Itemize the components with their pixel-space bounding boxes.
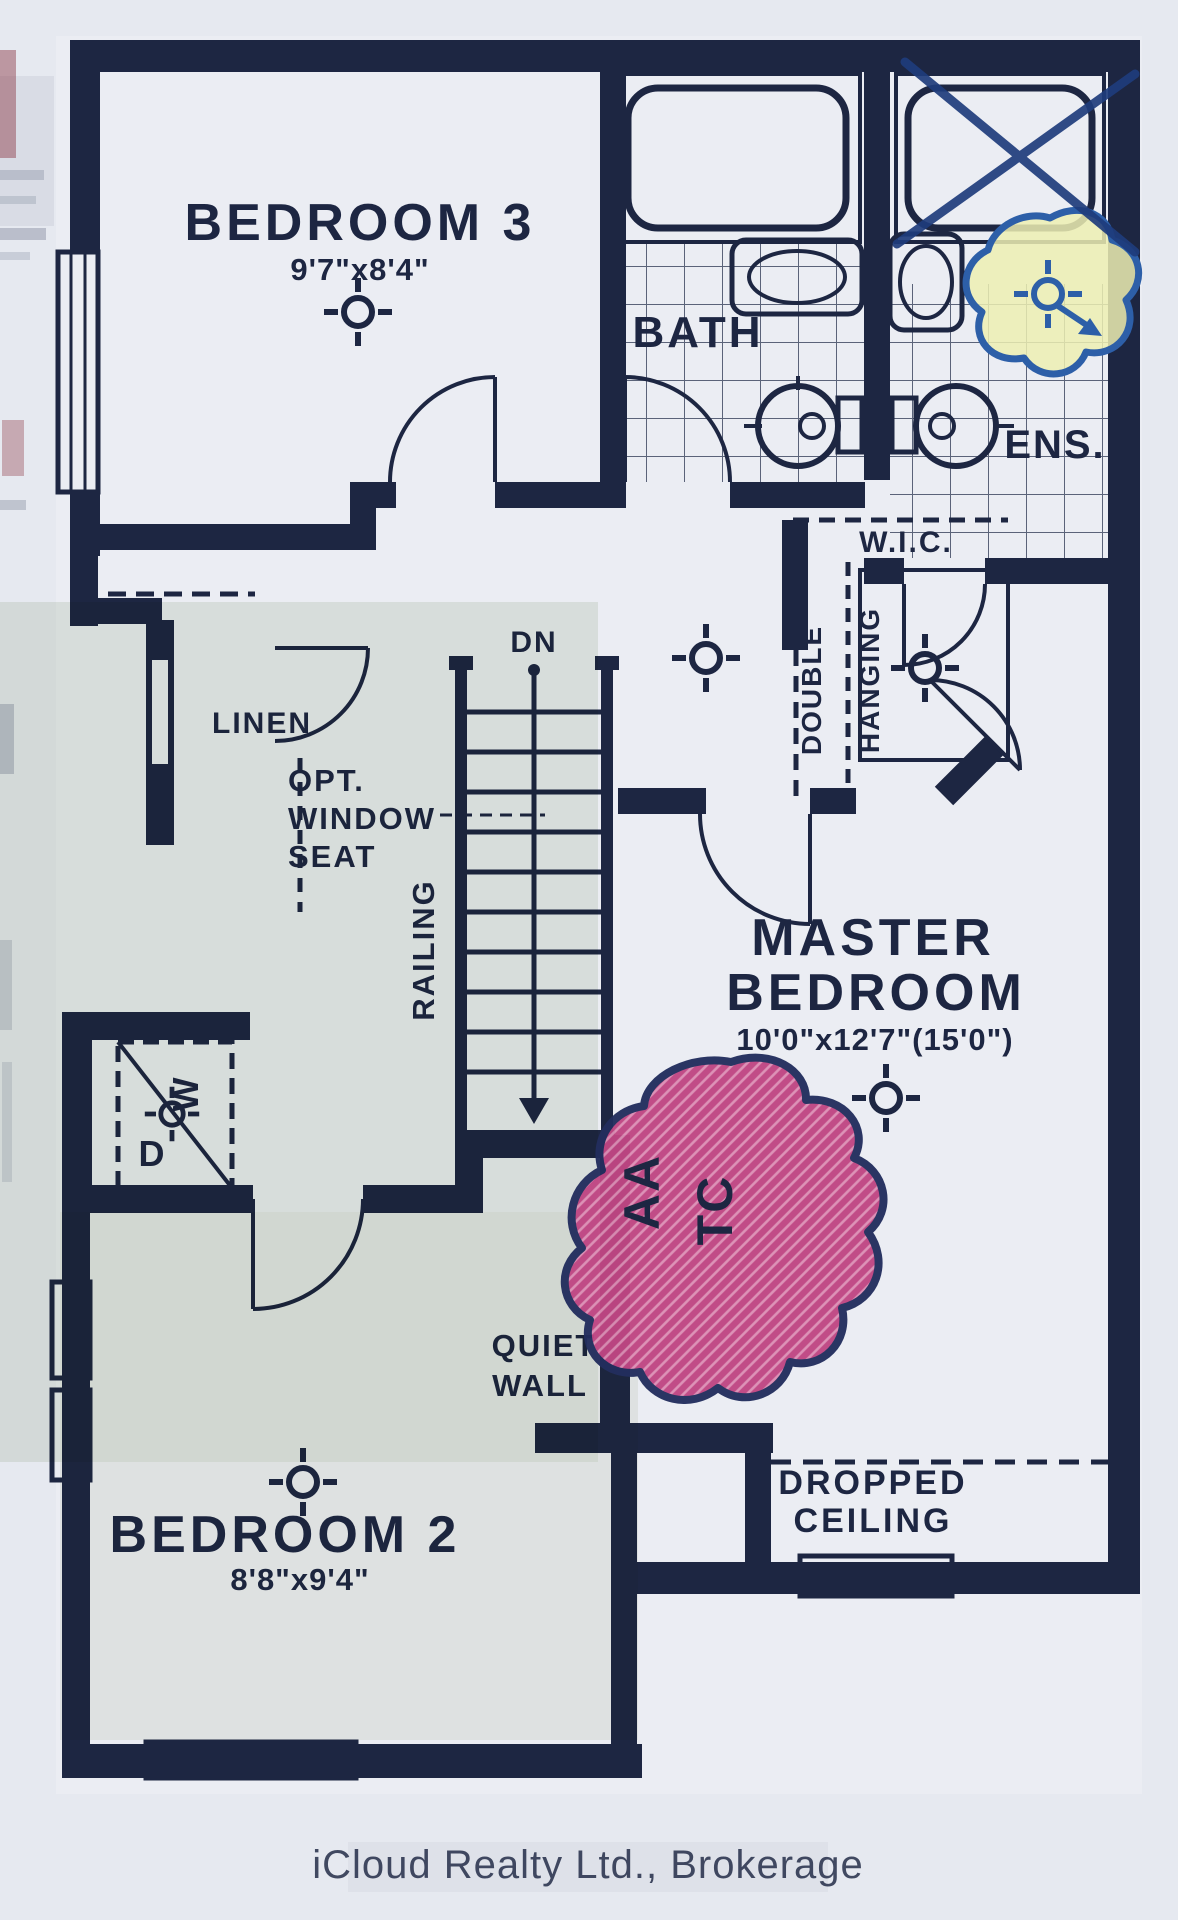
dropped-ceiling-window [797, 1553, 955, 1599]
tint-overlays [0, 602, 638, 1740]
wic-double-label: DOUBLE [796, 625, 827, 755]
ensuite-door [902, 583, 987, 667]
ensuite-toilet [889, 383, 1014, 469]
wic-label: W.I.C. [859, 526, 953, 559]
bath-door [623, 375, 732, 483]
watermark-text: iCloud Realty Ltd., Brokerage [312, 1843, 864, 1887]
master-door [698, 813, 812, 926]
bath-fixtures [612, 72, 1106, 469]
ensuite-tub-x-mark [892, 57, 1140, 257]
bath-toilet [744, 376, 865, 469]
bedroom2-bottom-window [143, 1739, 359, 1781]
bath-label: BATH [633, 308, 764, 357]
walls [62, 40, 1140, 1778]
bathtub [624, 84, 850, 232]
scribble-text-aa: AA [614, 1154, 670, 1230]
wic-diagonal-wall [934, 734, 1006, 806]
ensuite-label: ENS. [1004, 423, 1105, 467]
bath-vanity [729, 237, 865, 317]
highlight-arrow-head [1078, 318, 1102, 336]
bedroom3-window [55, 249, 101, 495]
master-label-1: MASTER [751, 909, 995, 967]
bedroom3-dims: 9'7"x8'4" [290, 252, 429, 287]
wic-door [928, 678, 1022, 772]
wic-hanging-label: HANGING [854, 607, 885, 753]
hand-annotations: AA TC [560, 57, 1143, 1404]
pink-scribble: AA TC [560, 1053, 888, 1404]
master-dims: 10'0"x12'7"(15'0") [736, 1022, 1013, 1057]
bedroom3-label: BEDROOM 3 [185, 194, 536, 252]
watermark: iCloud Realty Ltd., Brokerage [312, 1842, 864, 1892]
dropped-ceiling-label-1: DROPPED [778, 1464, 967, 1502]
scribble-text-tc: TC [687, 1175, 743, 1246]
bedroom3-door [388, 375, 497, 483]
master-label-2: BEDROOM [726, 964, 1026, 1022]
margin-artifacts [0, 50, 54, 1182]
dropped-ceiling-label-2: CEILING [794, 1502, 953, 1540]
wic-millwork [858, 568, 1010, 762]
